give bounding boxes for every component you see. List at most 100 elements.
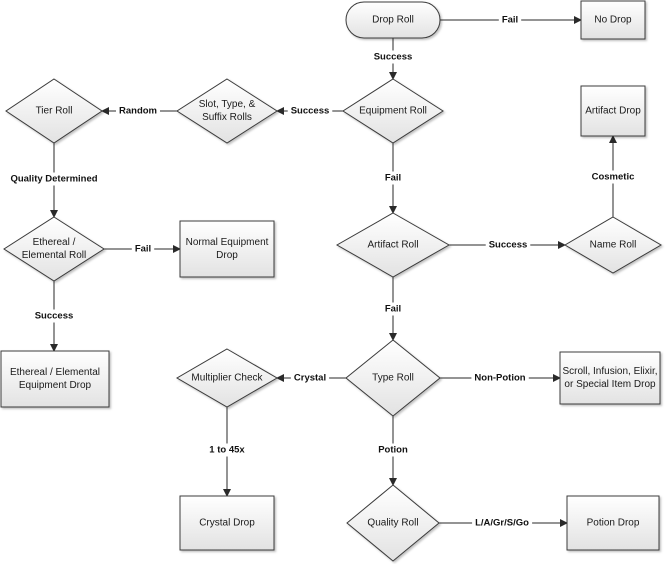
decision-shape: [345, 339, 441, 417]
node-no-drop: No Drop: [580, 0, 646, 40]
edge-drop-roll-to-equipment-roll: Success: [370, 38, 416, 80]
edge-slot-type-suffix-rolls-to-tier-roll: Random: [101, 104, 177, 118]
edge-label: L/A/Gr/S/Go: [475, 518, 529, 529]
edge-label-background: [381, 302, 405, 316]
edge-label: Quality Determined: [10, 174, 97, 185]
node-slot-type-suffix-rolls: Slot, Type, & Suffix Rolls: [176, 78, 278, 144]
terminal-shape: [345, 1, 441, 39]
decision-shape: [335, 212, 451, 278]
edge-drop-roll-to-no-drop: Fail: [440, 13, 582, 27]
node-tier-roll: Tier Roll: [5, 78, 103, 144]
node-label: or Special Item Drop: [564, 379, 656, 390]
edge-label: Potion: [378, 445, 408, 456]
edge-label: Non-Potion: [474, 373, 525, 384]
edge-equipment-roll-to-artifact-roll: Fail: [381, 143, 405, 214]
process-shape: [0, 350, 110, 408]
edge-type-roll-to-scroll-drop: Non-Potion: [440, 371, 561, 385]
process-shape: [580, 0, 646, 40]
node-type-roll: Type Roll: [345, 339, 441, 417]
node-label: Ethereal /: [33, 237, 76, 248]
node-label: Tier Roll: [36, 106, 73, 117]
node-label: Artifact Drop: [585, 106, 641, 117]
node-label: Name Roll: [590, 240, 637, 251]
decision-shape: [564, 216, 662, 274]
edge-label: Success: [291, 106, 330, 117]
decision-shape: [176, 78, 278, 144]
node-label: Slot, Type, &: [199, 99, 256, 110]
edge-artifact-roll-to-name-roll: Success: [449, 238, 566, 252]
node-drop-roll: Drop Roll: [345, 1, 441, 39]
edge-label: Success: [35, 311, 74, 322]
node-equipment-roll: Equipment Roll: [342, 78, 444, 144]
edge-type-roll-to-multiplier-check: Crystal: [276, 371, 346, 385]
node-label: Artifact Roll: [367, 240, 418, 251]
node-label: No Drop: [594, 15, 632, 26]
node-label: Scroll, Infusion, Elixir,: [562, 366, 657, 377]
node-label: Drop: [216, 250, 238, 261]
edge-label-background: [498, 13, 522, 27]
node-label: Ethereal / Elemental: [10, 367, 100, 378]
node-label: Potion Drop: [587, 518, 640, 529]
edge-equipment-roll-to-slot-type-suffix-rolls: Success: [276, 104, 343, 118]
node-crystal-drop: Crystal Drop: [179, 495, 275, 551]
edge-label: Random: [119, 106, 157, 117]
node-quality-roll: Quality Roll: [346, 484, 440, 562]
edge-label: 1 to 45x: [209, 445, 245, 456]
edge-label-background: [31, 309, 77, 323]
edge-label: Fail: [502, 15, 518, 26]
edge-label-background: [471, 371, 529, 385]
process-shape: [559, 351, 661, 405]
decision-shape: [342, 78, 444, 144]
edge-label-background: [381, 171, 405, 185]
node-label: Multiplier Check: [191, 373, 263, 384]
edge-tier-roll-to-ethereal-elemental-roll: Quality Determined: [7, 143, 101, 218]
node-label: Quality Roll: [367, 518, 418, 529]
node-label: Drop Roll: [372, 15, 414, 26]
node-label: Crystal Drop: [199, 518, 255, 529]
decision-shape: [346, 484, 440, 562]
edge-ethereal-elemental-roll-to-normal-equipment-drop: Fail: [104, 242, 181, 256]
node-name-roll: Name Roll: [564, 216, 662, 274]
node-label: Suffix Rolls: [202, 112, 252, 123]
edge-multiplier-check-to-crystal-drop: 1 to 45x: [206, 407, 249, 497]
process-shape: [580, 85, 646, 137]
edge-label-background: [206, 443, 249, 457]
edge-label-background: [116, 104, 160, 118]
process-shape: [179, 220, 275, 278]
edge-label-background: [588, 170, 638, 184]
edge-label: Fail: [385, 304, 401, 315]
node-label: Equipment Roll: [359, 106, 427, 117]
edge-label-background: [375, 443, 411, 457]
edge-name-roll-to-artifact-drop: Cosmetic: [588, 135, 638, 217]
process-shape: [566, 495, 660, 551]
edge-label: Cosmetic: [592, 172, 635, 183]
edge-label-background: [290, 371, 330, 385]
edge-label: Success: [374, 52, 413, 63]
node-label: Elemental Roll: [22, 250, 86, 261]
edge-label-background: [131, 242, 155, 256]
process-shape: [179, 495, 275, 551]
edge-type-roll-to-quality-roll: Potion: [375, 416, 411, 486]
edge-ethereal-elemental-roll-to-ethereal-elemental-equipment-drop: Success: [31, 281, 77, 352]
node-ethereal-elemental-roll: Ethereal / Elemental Roll: [3, 216, 105, 282]
node-label: Equipment Drop: [19, 380, 92, 391]
decision-shape: [176, 348, 278, 408]
node-scroll-drop: Scroll, Infusion, Elixir, or Special Item…: [559, 351, 661, 405]
node-multiplier-check: Multiplier Check: [176, 348, 278, 408]
edge-label-background: [287, 104, 333, 118]
edge-label: Fail: [385, 173, 401, 184]
edge-quality-roll-to-potion-drop: L/A/Gr/S/Go: [439, 516, 568, 530]
node-artifact-roll: Artifact Roll: [335, 212, 451, 278]
decision-shape: [5, 78, 103, 144]
edge-label-background: [472, 516, 533, 530]
edge-label: Crystal: [294, 373, 326, 384]
node-potion-drop: Potion Drop: [566, 495, 660, 551]
edge-label-background: [7, 172, 101, 186]
edge-label-background: [485, 238, 531, 252]
node-label: Type Roll: [372, 373, 414, 384]
